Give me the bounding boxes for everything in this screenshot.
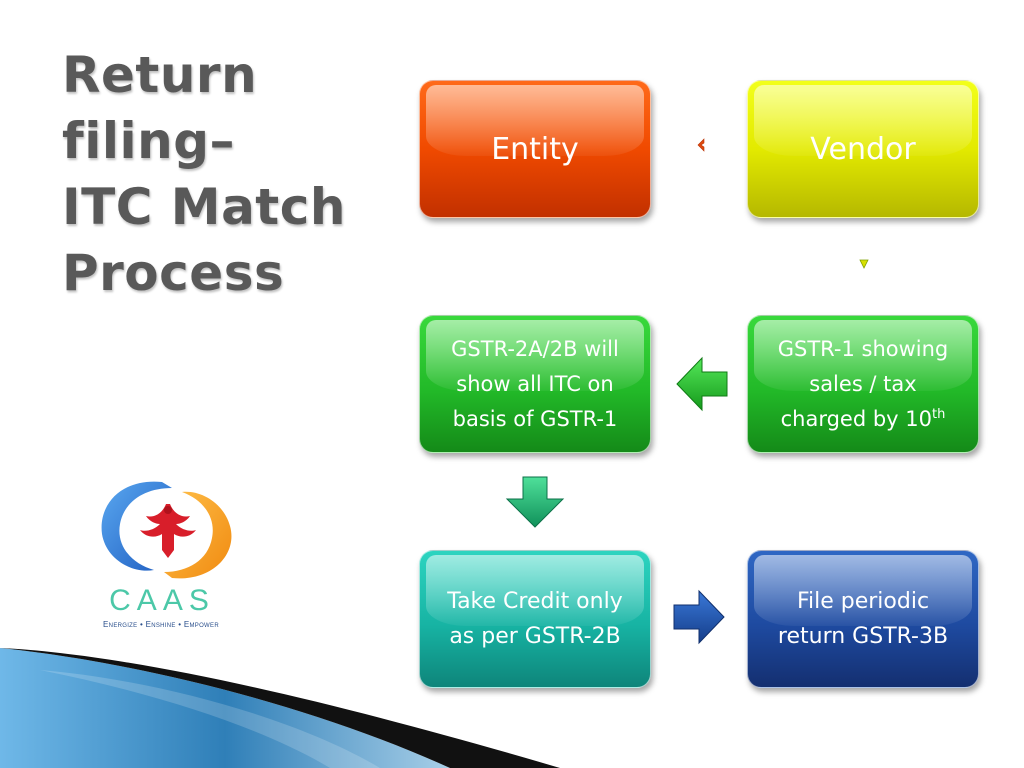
vendor-box: Vendor: [747, 80, 979, 218]
entity-box: Entity: [419, 80, 651, 218]
right-arrow-icon: [673, 589, 725, 645]
phoenix-logo-icon: [101, 481, 232, 579]
left-arrow-icon: [676, 356, 728, 412]
credit-line-1: Take Credit only: [447, 589, 623, 614]
file-return-box: File periodic return GSTR-3B: [747, 550, 979, 688]
logo-tagline: Energize • Enshine • Empower: [103, 620, 219, 629]
title-line-3: Process: [62, 244, 285, 302]
gstr2a-line-3: basis of GSTR-1: [452, 406, 618, 431]
title-line-2: ITC Match: [62, 178, 346, 236]
gstr2a-line-1: GSTR-2A/2B will: [451, 336, 619, 361]
decorative-swoosh: [0, 648, 560, 768]
title-line-1: Return filing–: [62, 46, 258, 170]
gstr2a-box: GSTR-2A/2B will show all ITC on basis of…: [419, 315, 651, 453]
credit-line-2: as per GSTR-2B: [449, 624, 621, 649]
gstr1-box: GSTR-1 showing sales / tax charged by 10…: [747, 315, 979, 453]
take-credit-box: Take Credit only as per GSTR-2B: [419, 550, 651, 688]
slide-title: Return filing– ITC Match Process: [62, 42, 442, 306]
vendor-label: Vendor: [810, 131, 916, 167]
gstr1-line-3: charged by 10: [780, 406, 933, 431]
logo-name: CAAS: [109, 584, 215, 617]
file-line-1: File periodic: [796, 589, 930, 614]
gstr1-superscript: th: [932, 406, 946, 422]
entity-label: Entity: [491, 131, 579, 167]
connector-left-icon: [697, 138, 705, 152]
gstr2a-line-2: show all ITC on: [456, 371, 614, 396]
gstr1-line-2: sales / tax: [809, 371, 917, 396]
file-line-2: return GSTR-3B: [777, 624, 949, 649]
down-arrow-icon: [505, 476, 565, 528]
caas-logo: CAAS Energize • Enshine • Empower: [92, 474, 242, 639]
gstr1-line-1: GSTR-1 showing: [777, 336, 949, 361]
connector-down-icon: [859, 259, 869, 269]
